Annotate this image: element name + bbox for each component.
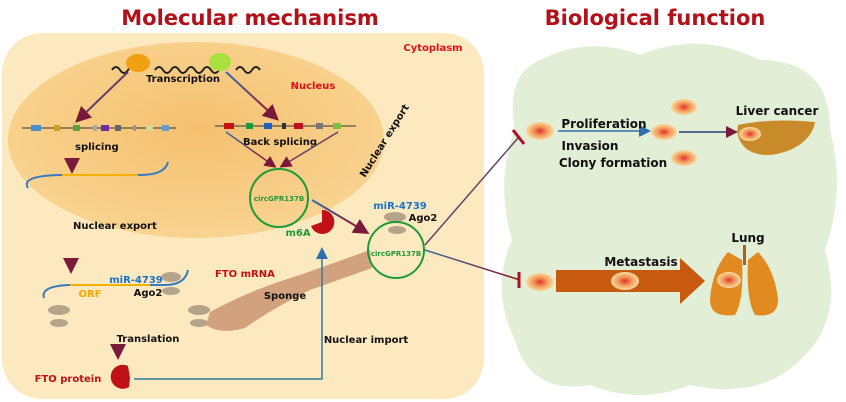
title-molecular-mechanism: Molecular mechanism bbox=[121, 6, 378, 30]
polymerase-icon bbox=[126, 54, 150, 72]
label-splicing: splicing bbox=[75, 142, 119, 153]
fto-protein-icon bbox=[110, 364, 130, 389]
label-ago2-left: Ago2 bbox=[134, 288, 163, 299]
label-lung: Lung bbox=[731, 231, 764, 245]
ago2-icons bbox=[48, 212, 406, 327]
label-sponge: Sponge bbox=[264, 291, 307, 302]
label-orf: ORF bbox=[78, 289, 101, 300]
label-metastasis: Metastasis bbox=[604, 255, 677, 269]
circrna-cytoplasm bbox=[367, 221, 425, 279]
label-fto-protein: FTO protein bbox=[35, 374, 102, 385]
fto-m6a-icon bbox=[311, 209, 335, 234]
label-nucleus: Nucleus bbox=[291, 81, 336, 92]
inhibit-proliferation-icon bbox=[511, 129, 526, 145]
label-mir-left: miR-4739 bbox=[109, 275, 163, 286]
label-cytoplasm: Cytoplasm bbox=[403, 43, 462, 54]
arm-sponge-icon bbox=[206, 250, 372, 331]
label-transcription: Transcription bbox=[146, 74, 220, 85]
title-biological-function: Biological function bbox=[545, 6, 766, 30]
pre-mrna-right bbox=[215, 123, 356, 129]
label-clony-formation: Clony formation bbox=[559, 156, 667, 170]
label-mir-right: miR-4739 bbox=[373, 201, 427, 212]
label-nuclear-import: Nuclear import bbox=[324, 335, 409, 346]
label-proliferation: Proliferation bbox=[561, 117, 646, 131]
label-ago2-right: Ago2 bbox=[409, 213, 438, 224]
label-circ-cytoplasm: circGPR137B bbox=[371, 250, 421, 258]
label-circ-nucleus: circGPR137B bbox=[254, 195, 304, 203]
label-translation: Translation bbox=[117, 334, 180, 345]
label-nuclear-export-mrna: Nuclear export bbox=[73, 221, 157, 232]
label-invasion: Invasion bbox=[562, 139, 619, 153]
label-fto-mrna: FTO mRNA bbox=[215, 269, 275, 280]
pre-mrna-left bbox=[22, 125, 176, 131]
function-cloud bbox=[501, 43, 837, 396]
label-liver-cancer: Liver cancer bbox=[736, 104, 819, 118]
polymerase-icon bbox=[209, 53, 231, 71]
nucleus-region bbox=[8, 42, 384, 238]
nuclear-import-arrow bbox=[134, 247, 328, 380]
label-back-splicing: Back splicing bbox=[243, 137, 317, 148]
circrna-nucleus bbox=[249, 168, 309, 228]
label-m6a: m6A bbox=[285, 228, 310, 239]
